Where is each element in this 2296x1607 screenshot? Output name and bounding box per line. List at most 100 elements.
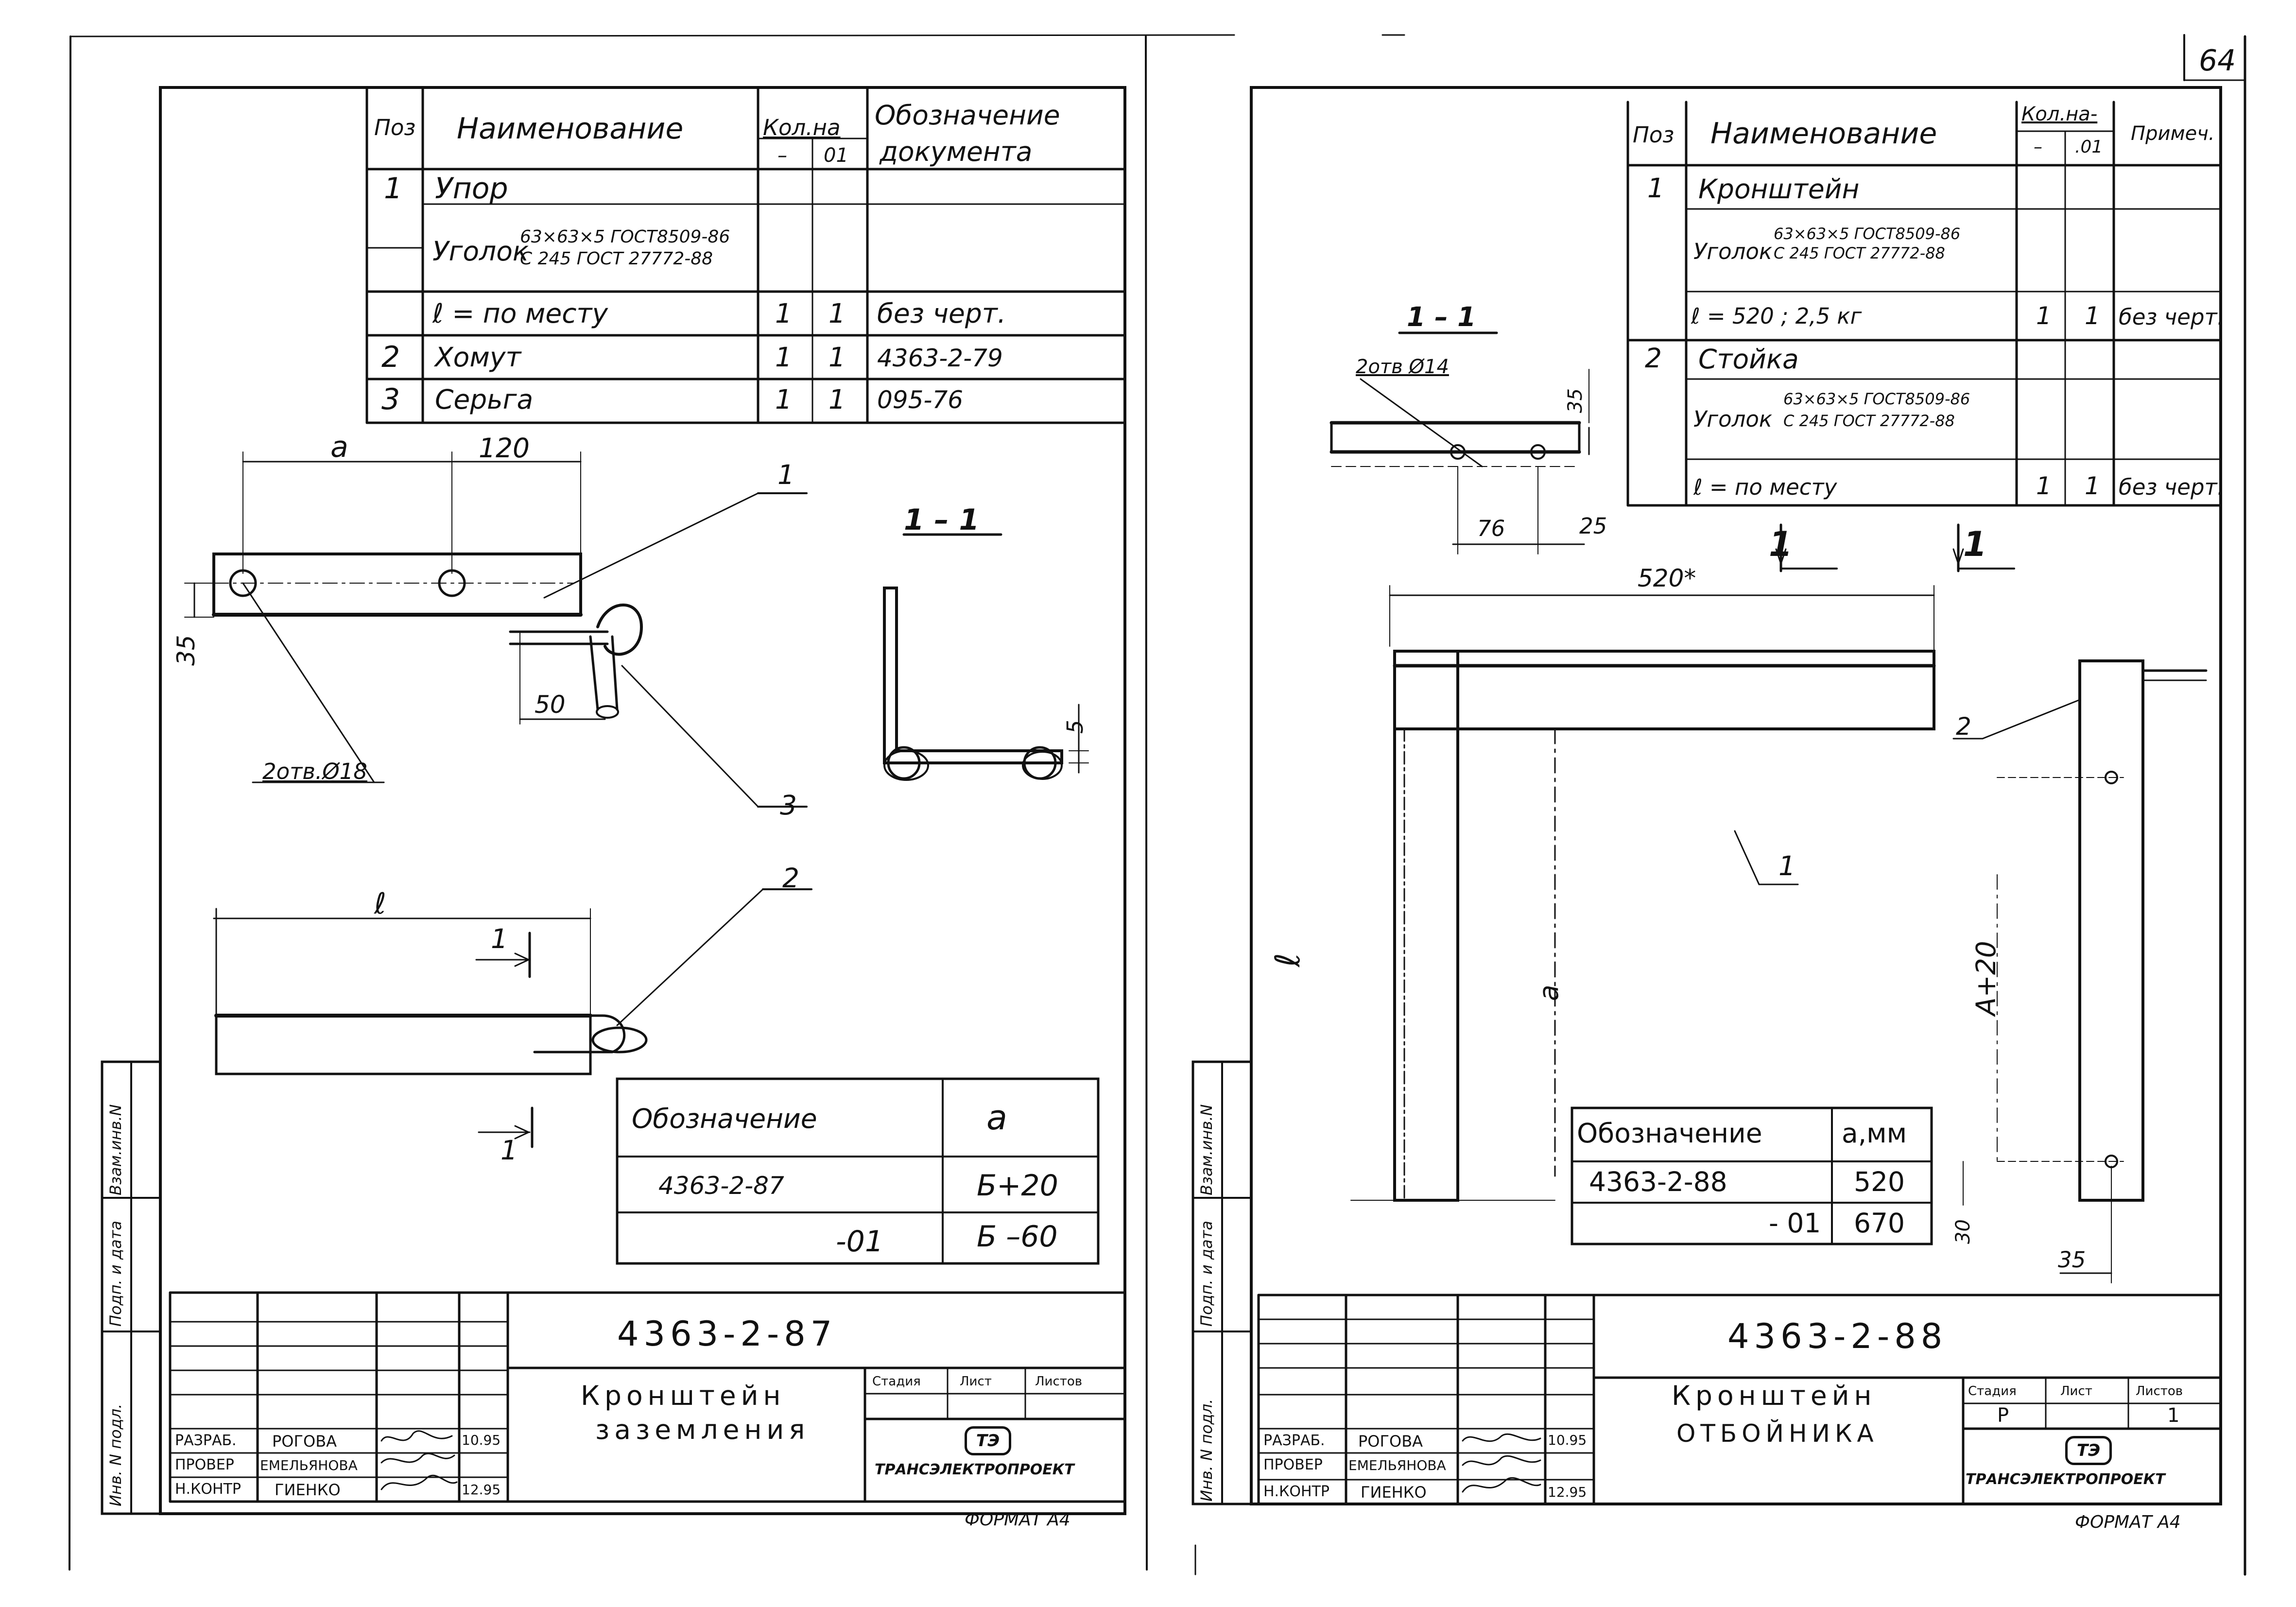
sheet-label: Лист — [960, 1374, 992, 1389]
stage-label: Стадия — [872, 1374, 921, 1389]
dim-35-label: 35 — [172, 635, 200, 666]
spec-row-4-q2: 1 — [829, 342, 846, 373]
spec-header-name: Наименование — [457, 112, 684, 146]
spec-r-row-2-name-top: 63×63×5 ГОСТ8509-86 — [1774, 225, 1961, 243]
spec-header-qty-01: 01 — [824, 144, 848, 167]
org-r-name: ТРАНСЭЛЕКТРОПРОЕКТ — [1966, 1471, 2165, 1488]
dim-r-35b-label: 35 — [2058, 1247, 2086, 1273]
doc-r-name-line1: Кронштейн — [1672, 1380, 1877, 1411]
role-r-3-name: ГИЕНКО — [1361, 1483, 1427, 1502]
org-logo: ТЭ — [965, 1426, 1011, 1455]
side-r-label-sign: Подп. и дата — [1197, 1221, 1216, 1327]
variants-header-a: a — [986, 1098, 1007, 1138]
dim-50-label: 50 — [535, 691, 566, 719]
role-r-3: Н.КОНТР — [1263, 1483, 1329, 1500]
role-r-2: ПРОВЕР — [1263, 1456, 1323, 1473]
dim-120-label: 120 — [479, 432, 530, 464]
spec-row-4-pos: 2 — [381, 340, 400, 374]
side-label-inv: Инв. N подл. — [106, 1403, 125, 1506]
spec-row-3-name: ℓ = по месту — [432, 298, 608, 329]
role-1-name: РОГОВА — [272, 1432, 337, 1451]
dim-r-76-label: 76 — [1477, 516, 1505, 541]
leader-3-label: 3 — [780, 790, 797, 821]
doc-name-line1: Кронштейн — [581, 1380, 786, 1411]
side-label-sign: Подп. и дата — [106, 1221, 125, 1327]
spec-row-4-name: Хомут — [435, 342, 521, 373]
doc-number: 4363-2-87 — [617, 1314, 837, 1354]
dim-r-a-label: a — [1533, 985, 1564, 1001]
page-number: 64 — [2199, 44, 2236, 78]
spec-r-row-3-q2: 1 — [2085, 302, 2100, 330]
dim-r-25-label: 25 — [1579, 513, 1607, 539]
dim-r-a20-label: A+20 — [1970, 941, 2002, 1016]
role-r-1-date: 10.95 — [1548, 1432, 1587, 1448]
section-r-label: 1 – 1 — [1407, 301, 1476, 332]
spec-row-5-name: Серьга — [435, 384, 534, 415]
spec-r-row-1-name: Кронштейн — [1698, 173, 1860, 205]
cut-r-1b-label: 1 — [1963, 524, 1987, 564]
spec-row-5-q2: 1 — [829, 384, 846, 415]
variant-row-2-designation: -01 — [836, 1225, 883, 1259]
role-3-name: ГИЕНКО — [275, 1481, 341, 1499]
sheet-r-label: Лист — [2060, 1384, 2092, 1399]
spec-row-3-doc: без черт. — [877, 298, 1006, 329]
dim-r-35-label: 35 — [1564, 388, 1587, 413]
spec-row-2-name: Уголок — [432, 236, 529, 267]
cut-r-1a-label: 1 — [1769, 524, 1793, 564]
spec-header-pos: Поз — [374, 115, 416, 140]
dim-r-l-label: ℓ — [1268, 953, 1308, 967]
sheets-label: Листов — [1035, 1374, 1083, 1389]
role-3-date: 12.95 — [462, 1482, 501, 1498]
variant-r-row-1-designation: 4363-2-88 — [1589, 1166, 1727, 1197]
stage-r-value: Р — [1997, 1404, 2009, 1427]
side-r-label-inv: Инв. N подл. — [1197, 1399, 1216, 1502]
spec-row-1-pos: 1 — [384, 172, 403, 206]
leader-1-label: 1 — [777, 459, 794, 490]
role-r-3-date: 12.95 — [1548, 1484, 1587, 1500]
spec-r-row-3-q1: 1 — [2036, 302, 2052, 330]
variant-row-2-a: Б –60 — [977, 1220, 1058, 1254]
spec-header-doc2: документа — [880, 136, 1033, 167]
spec-r-header-qty-dash: – — [2034, 137, 2042, 157]
format-r-label: ФОРМАТ А4 — [2075, 1512, 2181, 1532]
doc-name-line2: заземления — [595, 1414, 810, 1445]
variants-r-header-designation: Обозначение — [1577, 1118, 1762, 1149]
cut-1a-label: 1 — [491, 923, 508, 954]
role-r-1: РАЗРАБ. — [1263, 1432, 1325, 1449]
holes-label: 2отв.Ø18 — [262, 759, 367, 784]
role-2: ПРОВЕР — [175, 1456, 234, 1473]
variant-row-1-designation: 4363-2-87 — [658, 1172, 784, 1200]
dim-a-label: a — [330, 430, 348, 464]
dim-l-label: ℓ — [374, 887, 386, 921]
spec-r-header-qty: Кол.на- — [2021, 103, 2098, 125]
spec-r-row-6-q2: 1 — [2085, 472, 2100, 500]
role-3: Н.КОНТР — [175, 1481, 241, 1498]
spec-header-qty: Кол.на — [763, 115, 841, 140]
holes-r-label: 2отв Ø14 — [1356, 356, 1449, 378]
role-1: РАЗРАБ. — [175, 1432, 237, 1449]
spec-r-header-name: Наименование — [1710, 117, 1937, 151]
spec-row-2-name-top: 63×63×5 ГОСТ8509-86 — [520, 227, 730, 247]
spec-row-3-q2: 1 — [829, 298, 846, 329]
spec-row-4-doc: 4363-2-79 — [877, 344, 1003, 372]
spec-r-row-2-name: Уголок — [1693, 239, 1773, 264]
section-label: 1 – 1 — [904, 503, 980, 537]
leader-r-2-label: 2 — [1956, 712, 1971, 741]
sheets-r-value: 1 — [2167, 1404, 2180, 1427]
spec-r-row-4-pos: 2 — [1645, 343, 1662, 374]
spec-r-row-6-name: ℓ = по месту — [1693, 474, 1837, 500]
spec-r-row-5-name-top: 63×63×5 ГОСТ8509-86 — [1783, 390, 1970, 408]
side-r-label-replace: Взам.инв.N — [1197, 1104, 1216, 1195]
spec-r-row-6-note: без черт. — [2119, 474, 2225, 500]
format-label: ФОРМАТ А4 — [965, 1510, 1070, 1530]
spec-row-3-q1: 1 — [775, 298, 792, 329]
spec-row-2-name-bot: С 245 ГОСТ 27772-88 — [520, 249, 713, 269]
spec-row-5-pos: 3 — [381, 382, 400, 416]
role-2-name: ЕМЕЛЬЯНОВА — [260, 1457, 358, 1473]
side-label-replace: Взам.инв.N — [106, 1104, 125, 1195]
variant-r-row-2-a: 670 — [1854, 1208, 1905, 1239]
cut-1b-label: 1 — [501, 1135, 518, 1166]
leader-r-1-label: 1 — [1778, 850, 1795, 881]
